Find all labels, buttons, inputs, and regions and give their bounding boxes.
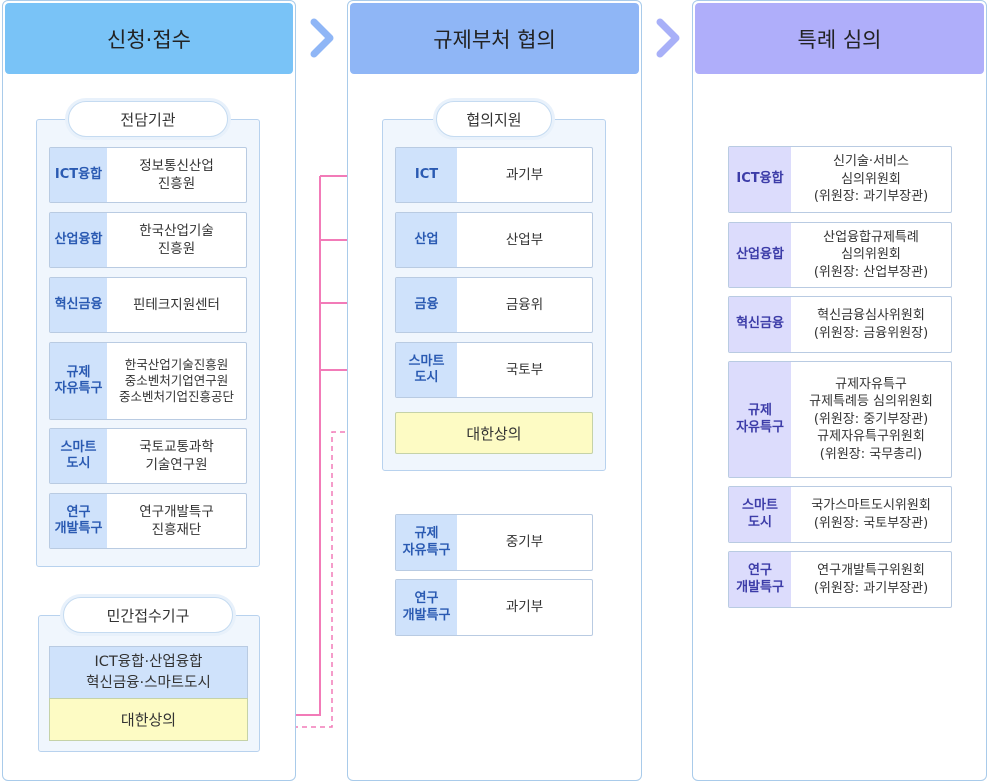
support-group-title: 협의지원 [436, 101, 552, 137]
review-row-label: 연구 개발특구 [729, 552, 791, 607]
review-row-label: ICT융합 [729, 147, 791, 212]
support-row: 금융 금융위 [395, 277, 593, 333]
consult-extra-row: 규제 자유특구 중기부 [395, 514, 593, 571]
agency-row-value: 국토교통과학 기술연구원 [139, 438, 214, 473]
private-group-fields: ICT융합·산업융합 혁신금융·스마트도시 [49, 646, 248, 699]
chevron-right-icon [656, 18, 680, 58]
agency-row-label: 규제 자유특구 [50, 343, 107, 419]
review-row: 스마트 도시 국가스마트도시위원회 (위원장: 국토부장관) [728, 486, 952, 543]
support-row-label: 스마트 도시 [396, 343, 457, 397]
review-row-label: 규제 자유특구 [729, 362, 791, 477]
private-group-title: 민간접수기구 [63, 597, 233, 633]
review-row-value: 산업융합규제특례 심의위원회 (위원장: 산업부장관) [813, 229, 929, 280]
agency-row: ICT융합 정보통신산업 진흥원 [49, 147, 247, 203]
agency-row-value: 정보통신산업 진흥원 [139, 157, 214, 192]
review-row: ICT융합 신기술·서비스 심의위원회 (위원장: 과기부장관) [728, 146, 952, 213]
review-row-value: 연구개발특구위원회 (위원장: 과기부장관) [813, 562, 929, 596]
support-row: 스마트 도시 국토부 [395, 342, 593, 398]
column-apply-header: 신청·접수 [5, 3, 293, 74]
agency-row-value: 핀테크지원센터 [133, 296, 220, 313]
agency-row-value: 연구개발특구 진흥재단 [139, 503, 214, 538]
review-row-label: 혁신금융 [729, 297, 791, 352]
agency-row: 연구 개발특구 연구개발특구 진흥재단 [49, 493, 247, 549]
support-row: ICT 과기부 [395, 147, 593, 203]
private-group-chamber: 대한상의 [49, 698, 248, 741]
review-row-value: 신기술·서비스 심의위원회 (위원장: 과기부장관) [813, 154, 929, 205]
support-row-value: 과기부 [505, 166, 544, 183]
support-row: 산업 산업부 [395, 212, 593, 268]
support-row-label: ICT [396, 148, 457, 202]
review-row-label: 스마트 도시 [729, 487, 791, 542]
support-group-chamber: 대한상의 [395, 412, 593, 454]
consult-extra-row-label: 규제 자유특구 [396, 515, 457, 570]
review-row: 산업융합 산업융합규제특례 심의위원회 (위원장: 산업부장관) [728, 222, 952, 288]
support-row-value: 산업부 [505, 231, 544, 248]
agency-row: 혁신금융 핀테크지원센터 [49, 277, 247, 333]
support-row-value: 금융위 [505, 296, 544, 313]
agency-group-title: 전담기관 [68, 101, 228, 137]
review-row-value: 국가스마트도시위원회 (위원장: 국토부장관) [811, 497, 931, 531]
consult-extra-row-value: 과기부 [505, 599, 544, 616]
agency-row: 스마트 도시 국토교통과학 기술연구원 [49, 428, 247, 484]
consult-extra-row-value: 중기부 [505, 534, 544, 551]
review-row-label: 산업융합 [729, 223, 791, 287]
review-row-value: 규제자유특구 규제특례등 심의위원회 (위원장: 중기부장관) 규제자유특구위원… [809, 376, 933, 462]
agency-row-label: 산업융합 [50, 213, 107, 267]
review-row: 혁신금융 혁신금융심사위원회 (위원장: 금융위원장) [728, 296, 952, 353]
column-consult-header: 규제부처 협의 [350, 3, 639, 74]
agency-row-value: 한국산업기술 진흥원 [139, 222, 214, 257]
agency-row-value: 한국산업기술진흥원 중소벤처기업연구원 중소벤처기업진흥공단 [118, 356, 234, 405]
agency-row-label: 연구 개발특구 [50, 494, 107, 548]
agency-row-label: 혁신금융 [50, 278, 107, 332]
agency-row-label: ICT융합 [50, 148, 107, 202]
agency-row: 규제 자유특구 한국산업기술진흥원 중소벤처기업연구원 중소벤처기업진흥공단 [49, 342, 247, 420]
review-row: 연구 개발특구 연구개발특구위원회 (위원장: 과기부장관) [728, 551, 952, 608]
consult-extra-row-label: 연구 개발특구 [396, 580, 457, 635]
agency-row: 산업융합 한국산업기술 진흥원 [49, 212, 247, 268]
support-row-value: 국토부 [505, 361, 544, 378]
agency-row-label: 스마트 도시 [50, 429, 107, 483]
review-row-value: 혁신금융심사위원회 (위원장: 금융위원장) [813, 307, 929, 341]
support-row-label: 금융 [396, 278, 457, 332]
column-review-header: 특례 심의 [695, 3, 984, 74]
support-row-label: 산업 [396, 213, 457, 267]
review-row: 규제 자유특구 규제자유특구 규제특례등 심의위원회 (위원장: 중기부장관) … [728, 361, 952, 478]
chevron-right-icon [310, 18, 334, 58]
consult-extra-row: 연구 개발특구 과기부 [395, 579, 593, 636]
